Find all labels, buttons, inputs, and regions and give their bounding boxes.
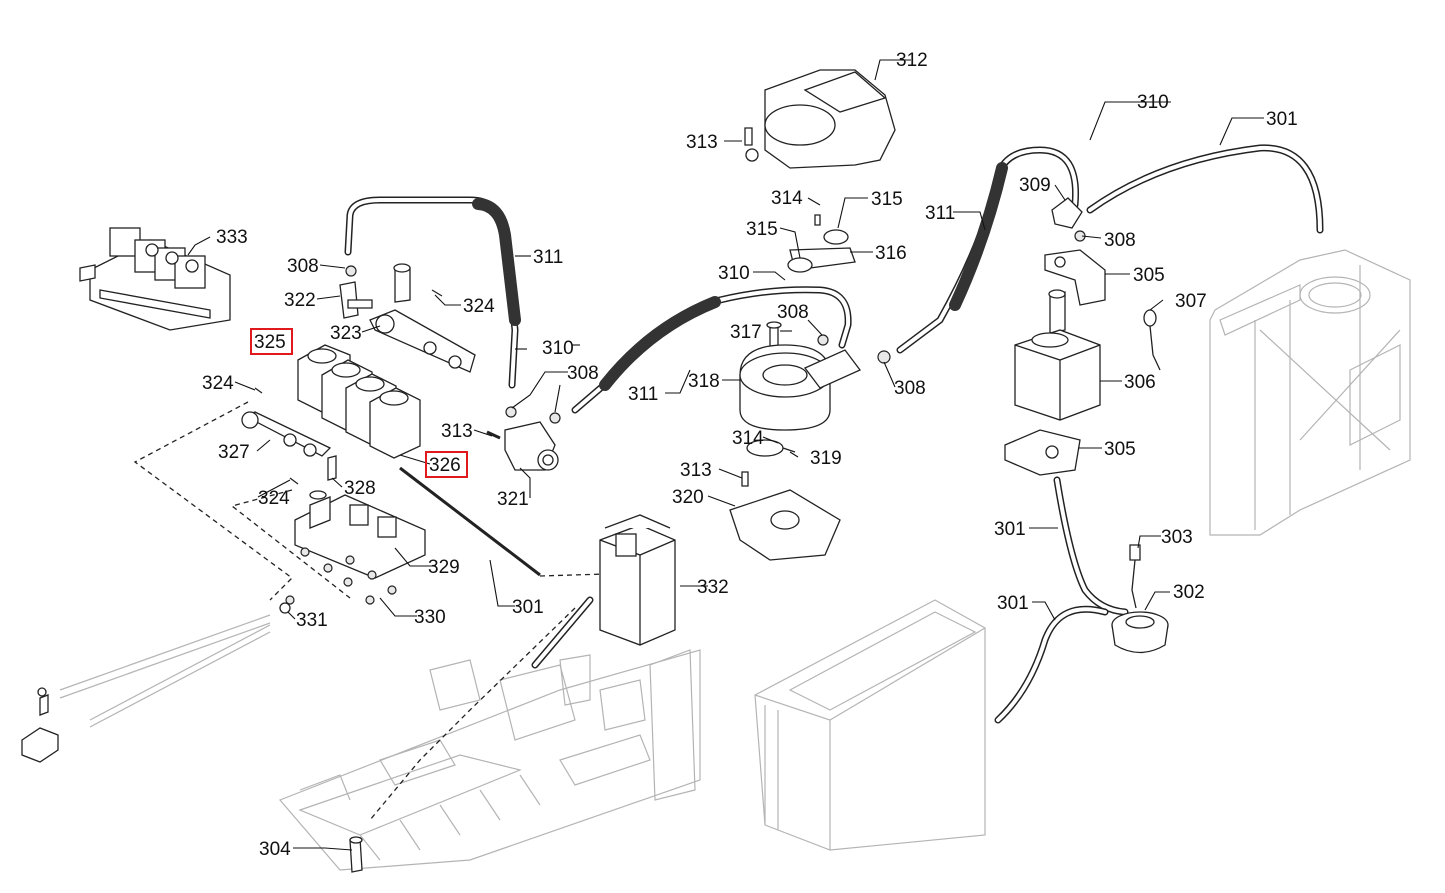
callout-301-centre: 301 (512, 597, 544, 618)
callout-314-centre: 314 (732, 428, 764, 449)
elbow-309 (1051, 197, 1083, 229)
screws-330 (285, 547, 397, 605)
callout-315-left: 315 (746, 219, 778, 240)
fitting-331 (279, 602, 291, 614)
valve-321 (486, 421, 559, 471)
boiler-318 (739, 344, 862, 431)
callout-305-top: 305 (1133, 265, 1165, 286)
module-332 (599, 514, 676, 646)
callout-306: 306 (1124, 372, 1156, 393)
manifold-327 (241, 411, 332, 457)
callout-301-right: 301 (994, 519, 1026, 540)
callout-324-top: 324 (463, 296, 495, 317)
callout-310-left: 310 (542, 338, 574, 359)
callout-311-left: 311 (533, 247, 563, 268)
callout-308-boiler: 308 (894, 378, 926, 399)
callout-333: 333 (216, 227, 248, 248)
callout-311-right: 311 (925, 203, 955, 224)
sensor-307 (1143, 309, 1161, 371)
callout-308-right: 308 (1104, 230, 1136, 251)
callout-308-left-top: 308 (287, 256, 319, 277)
manifold-323 (369, 263, 476, 373)
o-rings-308 (345, 230, 1086, 424)
screw-313-centre (741, 471, 749, 487)
callout-322: 322 (284, 290, 316, 311)
callout-327: 327 (218, 442, 250, 463)
cover-312 (745, 69, 896, 169)
callout-314-top: 314 (771, 188, 803, 209)
callout-323: 323 (330, 323, 362, 344)
callout-331: 331 (296, 610, 328, 631)
callout-311-centre: 311 (628, 384, 658, 405)
callout-313-centre: 313 (680, 460, 712, 481)
callout-317: 317 (730, 322, 762, 343)
callout-313-top: 313 (686, 132, 718, 153)
water-tank (754, 599, 986, 851)
callout-326: 326 (429, 455, 461, 476)
callout-319: 319 (810, 448, 842, 469)
bracket-305-top (1044, 249, 1106, 306)
right-housing-frame (1209, 249, 1411, 536)
clips-324 (254, 289, 443, 485)
solenoid-valve-block-333 (79, 227, 231, 331)
pump-306 (1014, 289, 1101, 421)
callout-labels: 312 313 310 301 309 308 311 314 315 315 … (202, 50, 1298, 860)
callout-329: 329 (428, 557, 460, 578)
connector-303 (1129, 544, 1141, 609)
callout-332: 332 (697, 577, 729, 598)
valve-block-329 (294, 455, 426, 579)
callout-304: 304 (259, 839, 291, 860)
callout-318: 318 (688, 371, 720, 392)
callout-303: 303 (1161, 527, 1193, 548)
boiler-base-320 (729, 489, 841, 561)
callout-308-left-mid: 308 (567, 363, 599, 384)
screw-313-top (744, 127, 753, 146)
bracket-305-bottom (1004, 429, 1081, 476)
clip-319 (746, 439, 796, 457)
flowmeter-302 (1111, 611, 1169, 654)
callout-316: 316 (875, 243, 907, 264)
callout-308-centre: 308 (777, 302, 809, 323)
callout-315-right: 315 (871, 189, 903, 210)
callout-321: 321 (497, 489, 529, 510)
fitting-304 (349, 836, 363, 873)
drain-tubes (21, 614, 271, 763)
screw-317 (766, 321, 782, 351)
callout-305-bottom: 305 (1104, 439, 1136, 460)
callout-301-top: 301 (1266, 109, 1298, 130)
callout-324-left: 324 (202, 373, 234, 394)
callout-325: 325 (254, 332, 286, 353)
callout-310-top: 310 (1137, 92, 1169, 113)
callout-312: 312 (896, 50, 928, 71)
leader-lines (187, 59, 1264, 851)
routing-lines (133, 401, 606, 821)
callout-310-centre: 310 (718, 263, 750, 284)
thermostat-315-316 (787, 214, 856, 273)
highlight-box-326 (425, 451, 468, 478)
callout-307: 307 (1175, 291, 1207, 312)
callout-320: 320 (672, 487, 704, 508)
machine-base-frame (278, 649, 701, 871)
callout-313-left: 313 (441, 421, 473, 442)
connector-322 (339, 281, 373, 319)
callout-330: 330 (414, 607, 446, 628)
hoses (344, 144, 1324, 724)
callout-328: 328 (344, 478, 376, 499)
callout-302: 302 (1173, 582, 1205, 603)
callout-324-bottom: 324 (258, 488, 290, 509)
solenoid-valves-325 (297, 344, 421, 459)
highlight-box-325 (250, 328, 293, 355)
callout-309: 309 (1019, 175, 1051, 196)
callout-301-bottom: 301 (997, 593, 1029, 614)
